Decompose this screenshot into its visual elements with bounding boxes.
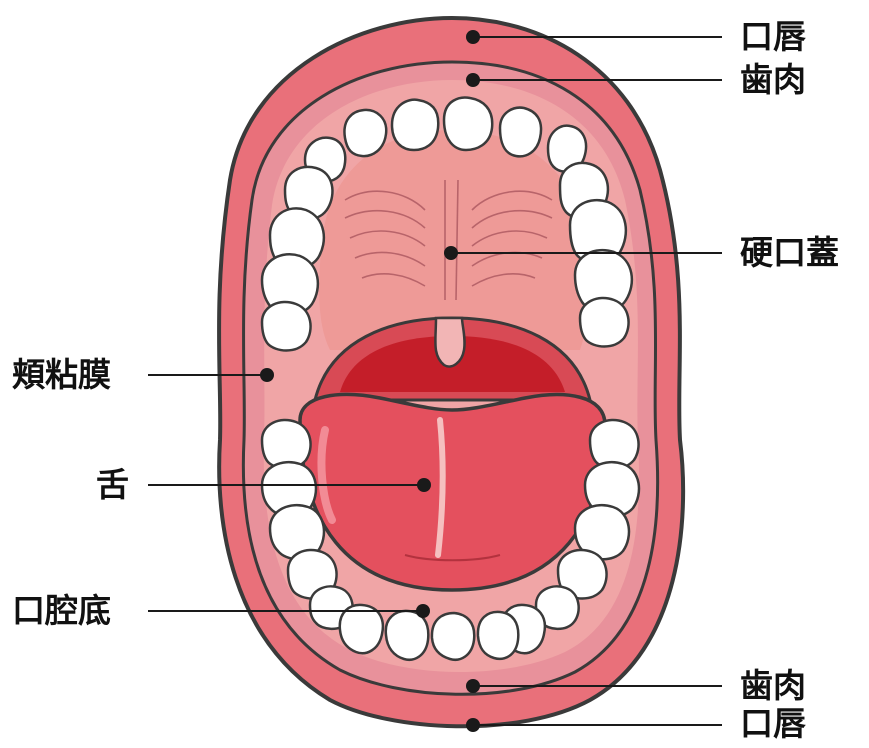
- dot-hard-palate: [444, 246, 458, 260]
- label-hard-palate: 硬口蓋: [740, 236, 839, 269]
- dot-floor: [416, 604, 430, 618]
- label-upper-lip: 口唇: [740, 20, 806, 53]
- label-tongue: 舌: [96, 468, 129, 501]
- dot-buccal-mucosa: [260, 368, 274, 382]
- label-upper-gum: 歯肉: [740, 63, 806, 96]
- dot-lower-lip: [466, 718, 480, 732]
- dot-lower-gum: [466, 679, 480, 693]
- label-lower-gum: 歯肉: [740, 669, 806, 702]
- dot-tongue: [417, 478, 431, 492]
- uvula: [435, 318, 464, 367]
- dot-upper-gum: [466, 73, 480, 87]
- label-floor-of-mouth: 口腔底: [12, 594, 111, 627]
- label-buccal-mucosa: 頬粘膜: [12, 358, 111, 391]
- dot-upper-lip: [466, 30, 480, 44]
- label-lower-lip: 口唇: [740, 707, 806, 740]
